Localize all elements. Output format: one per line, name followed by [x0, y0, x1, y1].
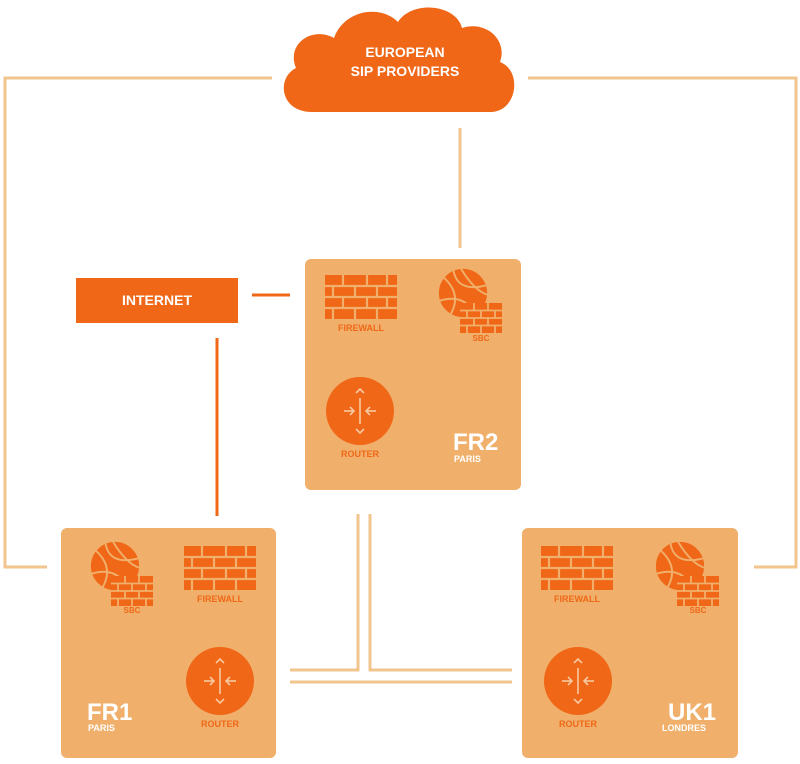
cloud-shape	[283, 7, 515, 112]
firewall-icon	[184, 546, 256, 590]
internet-box	[76, 278, 238, 323]
fr1-router-label: ROUTER	[201, 719, 240, 729]
site-fr1: SBC FIREWALL ROUTER FR1 PARIS	[61, 528, 276, 758]
router-icon	[543, 646, 613, 716]
fr1-city: PARIS	[88, 723, 115, 733]
fr1-sbc-label: SBC	[124, 606, 141, 615]
uk1-sbc-label: SBC	[690, 606, 707, 615]
link-fr2-fr1	[290, 514, 360, 672]
fr2-firewall-label: FIREWALL	[338, 323, 384, 333]
firewall-icon	[325, 275, 397, 319]
internet-label: INTERNET	[122, 292, 192, 308]
uk1-router-label: ROUTER	[559, 719, 598, 729]
fr1-code: FR1	[87, 699, 132, 726]
sbc-wall-icon	[111, 576, 153, 606]
sbc-wall-icon	[460, 303, 502, 333]
cloud-label-line1: EUROPEAN	[365, 44, 444, 60]
fr2-sbc-label: SBC	[473, 334, 490, 343]
sbc-wall-icon	[677, 576, 719, 606]
router-icon	[325, 376, 395, 446]
internet-node: INTERNET	[76, 278, 238, 323]
link-cloud-fr1	[3, 76, 272, 569]
site-fr2: FIREWALL SBC ROUTER FR2 PARIS	[305, 259, 521, 490]
router-icon	[185, 646, 255, 716]
site-uk1: FIREWALL SBC ROUTER UK1 LONDRES	[522, 528, 738, 758]
sip-providers-cloud: EUROPEAN SIP PROVIDERS	[283, 7, 515, 112]
uk1-city: LONDRES	[662, 723, 706, 733]
connection-lines	[3, 76, 798, 684]
fr2-city: PARIS	[454, 454, 481, 464]
cloud-label-line2: SIP PROVIDERS	[351, 63, 460, 79]
firewall-icon	[541, 546, 613, 590]
fr2-code: FR2	[453, 429, 498, 456]
fr2-router-label: ROUTER	[341, 449, 380, 459]
uk1-code: UK1	[668, 699, 716, 726]
link-cloud-uk1	[528, 76, 798, 569]
link-fr2-uk1	[368, 514, 512, 672]
uk1-firewall-label: FIREWALL	[554, 594, 600, 604]
fr1-firewall-label: FIREWALL	[197, 594, 243, 604]
